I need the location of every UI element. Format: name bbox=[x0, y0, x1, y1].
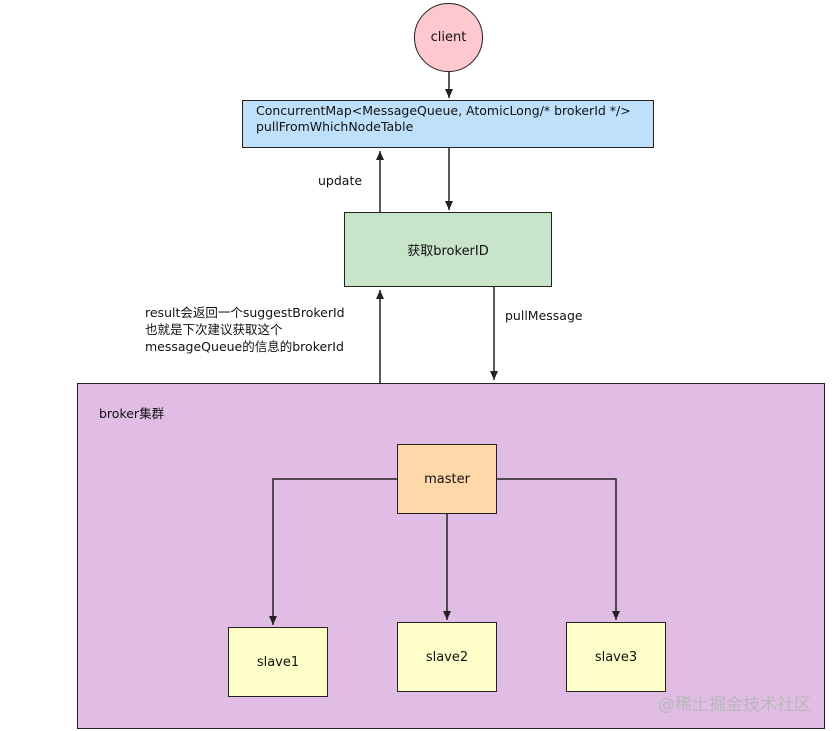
get-broker-id-node: 获取brokerID bbox=[344, 212, 552, 287]
watermark: @稀土掘金技术社区 bbox=[658, 695, 811, 715]
map-type-line: ConcurrentMap<MessageQueue, AtomicLong/*… bbox=[256, 103, 631, 118]
result-line-3: messageQueue的信息的brokerId bbox=[145, 339, 344, 354]
pull-from-which-node-table-box: ConcurrentMap<MessageQueue, AtomicLong/*… bbox=[242, 100, 654, 148]
master-label: master bbox=[424, 471, 470, 487]
slave1-node: slave1 bbox=[228, 627, 328, 697]
slave2-node: slave2 bbox=[397, 622, 497, 692]
get-broker-id-label: 获取brokerID bbox=[407, 244, 489, 259]
slave3-node: slave3 bbox=[566, 622, 666, 692]
master-node: master bbox=[397, 444, 497, 514]
slave2-label: slave2 bbox=[425, 649, 469, 665]
client-node: client bbox=[414, 3, 483, 72]
broker-cluster-label: broker集群 bbox=[99, 406, 165, 421]
client-label: client bbox=[430, 30, 467, 45]
slave1-label: slave1 bbox=[256, 654, 300, 670]
result-line-1: result会返回一个suggestBrokerId bbox=[145, 305, 345, 320]
map-name-line: pullFromWhichNodeTable bbox=[256, 119, 414, 134]
result-description-label: result会返回一个suggestBrokerId 也就是下次建议获取这个 m… bbox=[145, 304, 345, 355]
result-line-2: 也就是下次建议获取这个 bbox=[145, 322, 283, 337]
slave3-label: slave3 bbox=[594, 649, 638, 665]
pull-message-label: pullMessage bbox=[505, 308, 583, 323]
update-label: update bbox=[318, 173, 363, 188]
